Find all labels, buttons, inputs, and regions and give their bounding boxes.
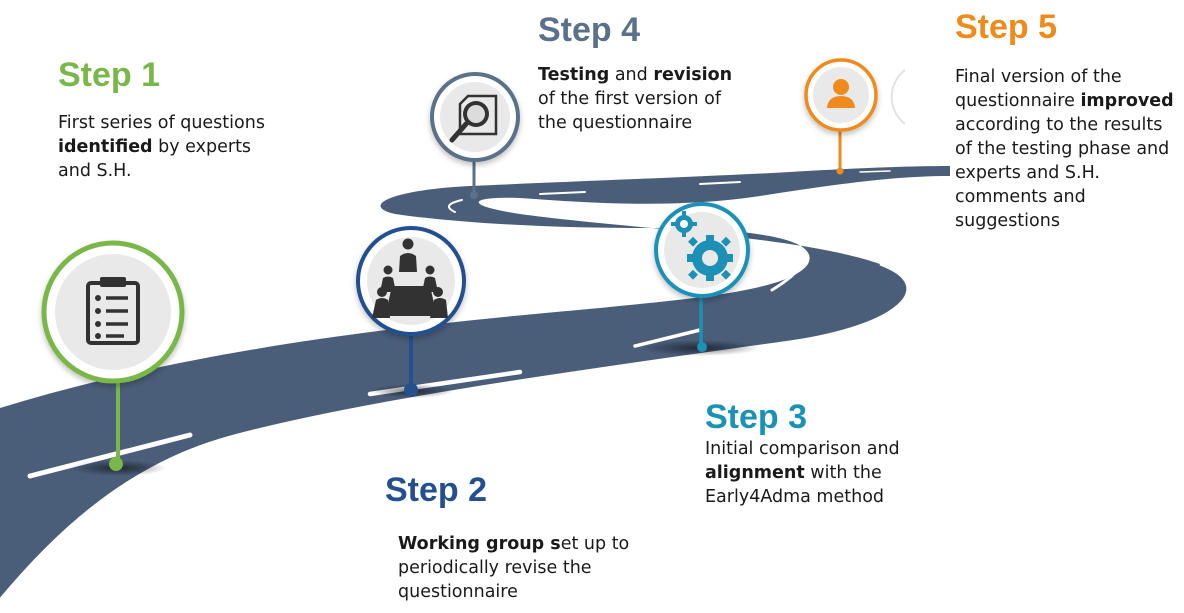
step-1-title: Step 1 [58, 56, 161, 94]
step-2-title: Step 2 [385, 471, 488, 509]
description-text: with the Early4Adma method [705, 463, 885, 507]
description-text: and [609, 65, 654, 85]
step-1-marker [41, 240, 185, 476]
emphasis-text: Working group s [398, 534, 561, 554]
step-3-description: Initial comparison and alignment with th… [705, 437, 925, 509]
description-text: et up to periodically revise the questio… [398, 534, 630, 602]
step-1-description: First series of questions identified by … [58, 111, 288, 183]
step-5-description: Final version of the questionnaire impro… [955, 65, 1181, 233]
meeting-icon [356, 226, 466, 336]
road-edge [0, 262, 910, 601]
magnifier-icon [430, 72, 520, 162]
step-4-title: Step 4 [538, 11, 641, 49]
description-text: by experts and S.H. [58, 137, 252, 181]
emphasis-text: identified [58, 137, 153, 157]
step-4-description: Testing and revision of the first versio… [538, 63, 743, 135]
emphasis-text: alignment [705, 463, 805, 483]
clipboard-icon [41, 240, 185, 384]
description-text: according to the results of the testing … [955, 115, 1170, 231]
step-2-description: Working group set up to periodically rev… [398, 532, 638, 604]
step-markers [41, 58, 878, 476]
step-5-title: Step 5 [955, 8, 1058, 46]
road-surface [0, 166, 950, 600]
step-2-marker [356, 226, 466, 398]
emphasis-text: Testing [538, 65, 610, 85]
decorative-circle [890, 69, 906, 125]
emphasis-text: improved [1080, 91, 1174, 111]
step-5-marker [804, 58, 878, 175]
description-text: Initial comparison and [705, 439, 900, 459]
user-icon [804, 58, 878, 132]
description-text: First series of questions [58, 113, 265, 133]
gears-icon [654, 202, 750, 298]
step-4-marker [430, 72, 520, 199]
description-text: Final version of the questionnaire [955, 67, 1122, 111]
emphasis-text: revision [653, 65, 733, 85]
description-text: of the first version of the questionnair… [538, 89, 721, 133]
step-3-marker [640, 202, 760, 356]
step-3-title: Step 3 [705, 398, 808, 436]
